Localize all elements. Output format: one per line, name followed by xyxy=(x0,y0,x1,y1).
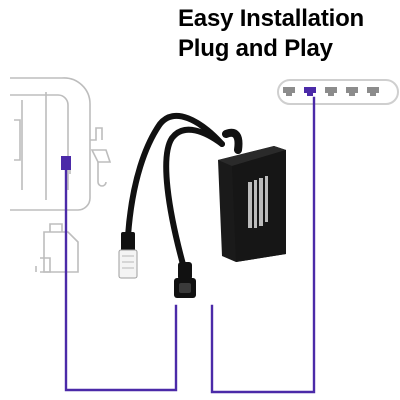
headline: Easy Installation Plug and Play xyxy=(178,4,364,64)
splitter-box xyxy=(218,146,286,262)
switch-port-active-icon xyxy=(304,87,316,96)
headline-line-2: Plug and Play xyxy=(178,35,333,62)
switch-port-icon xyxy=(346,87,358,96)
network-switch xyxy=(277,79,399,105)
connection-wires xyxy=(64,96,316,394)
camera-outline-drawing xyxy=(10,77,112,211)
camera-port-marker xyxy=(61,156,71,170)
plug-outline-drawing xyxy=(35,223,79,273)
switch-port-icon xyxy=(325,87,337,96)
rj45-connector xyxy=(118,232,138,279)
poe-splitter-cable xyxy=(118,112,286,298)
switch-port-icon xyxy=(367,87,379,96)
switch-port-icon xyxy=(283,87,295,96)
headline-line-1: Easy Installation xyxy=(178,5,364,32)
dc-female-connector xyxy=(174,262,196,298)
